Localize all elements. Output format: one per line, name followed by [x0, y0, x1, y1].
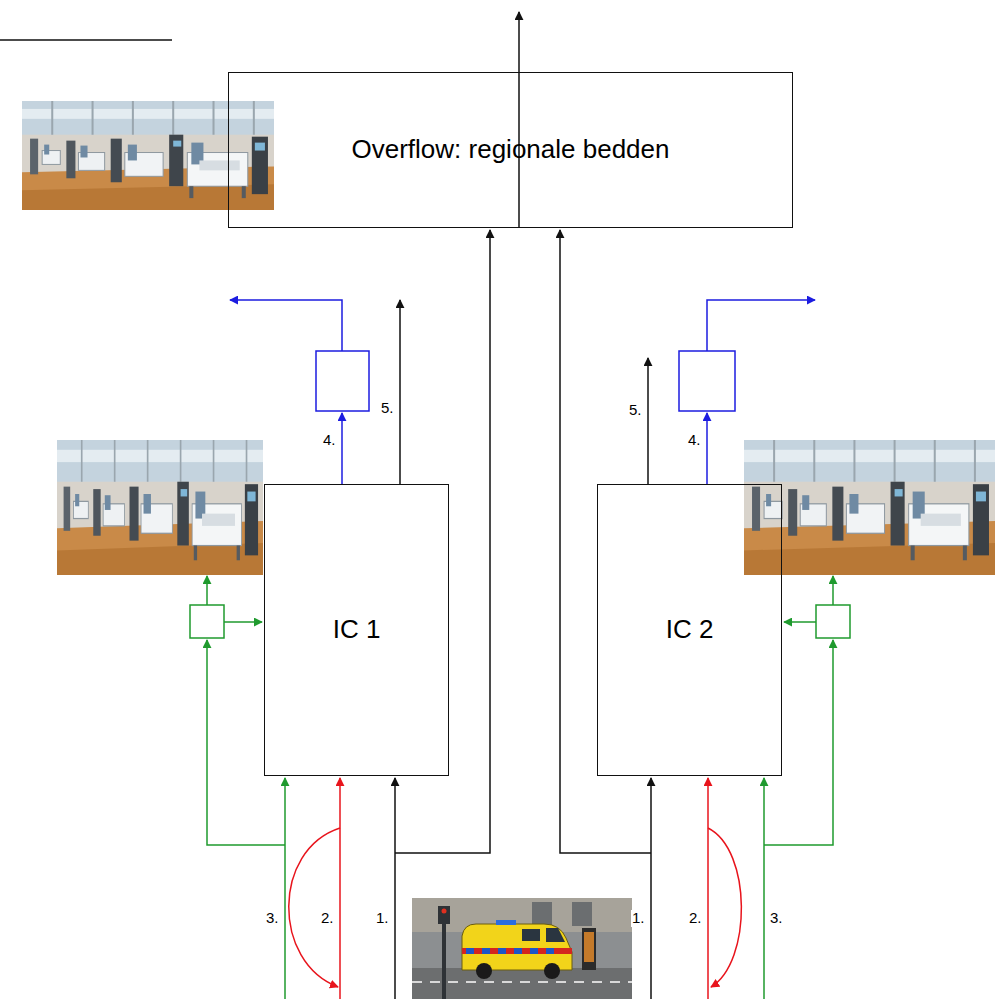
black-flow — [560, 230, 651, 853]
blue-flow — [706, 413, 708, 484]
green-flow — [224, 621, 262, 623]
callout-number: 3. — [769, 910, 784, 927]
red-flow — [707, 778, 709, 999]
callout-number: 5. — [628, 402, 643, 419]
blue-flow — [341, 413, 343, 484]
red-flow — [289, 778, 742, 999]
black-flow — [647, 358, 649, 484]
title-underline — [0, 39, 172, 41]
ward-photo — [57, 440, 263, 575]
blue-flow — [230, 300, 342, 351]
ward-photo — [22, 101, 274, 210]
box-label: Overflow: regionale bedden — [352, 135, 670, 165]
green-flow — [784, 621, 816, 623]
callout-number: 2. — [688, 910, 703, 927]
red-flow — [289, 828, 340, 987]
callout-number: 5. — [380, 400, 395, 417]
black-flow — [650, 778, 652, 999]
ic-box: IC 2 — [597, 484, 782, 776]
ic-box: IC 1 — [264, 484, 449, 776]
blue-flow — [316, 351, 369, 411]
blue-flow — [230, 300, 815, 484]
blue-flow — [679, 351, 735, 411]
callout-number: 4. — [687, 432, 702, 449]
blue-flow — [707, 300, 815, 351]
green-flow — [832, 576, 834, 605]
red-flow — [708, 828, 741, 987]
green-flow — [284, 778, 286, 999]
green-flow — [764, 640, 833, 845]
green-flow — [207, 640, 285, 845]
ambulance-photo — [412, 898, 632, 999]
green-flow — [816, 605, 850, 638]
green-flow — [763, 778, 765, 999]
overflow-box: Overflow: regionale bedden — [228, 72, 793, 228]
ambulance-photo — [412, 898, 632, 999]
callout-number: 1. — [375, 910, 390, 927]
black-flow — [395, 230, 490, 853]
red-flow — [339, 778, 341, 999]
green-flow — [190, 576, 850, 999]
black-flow — [399, 300, 401, 484]
callout-number: 3. — [265, 910, 280, 927]
title-underline — [0, 40, 172, 41]
black-flow — [394, 778, 396, 999]
callout-number: 2. — [320, 910, 335, 927]
black-flow — [518, 12, 520, 228]
ward-photo — [22, 101, 995, 575]
green-flow — [190, 605, 224, 638]
box-label: IC 2 — [666, 615, 714, 645]
callout-number: 1. — [631, 910, 646, 927]
box-label: IC 1 — [333, 615, 381, 645]
callout-number: 4. — [322, 432, 337, 449]
green-flow — [206, 576, 208, 605]
